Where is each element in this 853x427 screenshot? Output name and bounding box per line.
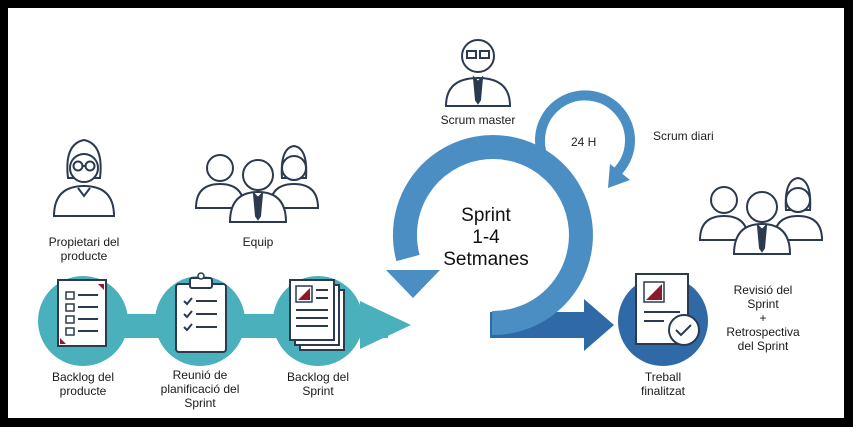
review-label-line2: Sprint xyxy=(747,297,779,311)
planning-label-line1: Reunió de xyxy=(172,368,228,382)
product-owner-label: Propietari del producte xyxy=(36,235,132,263)
sprint-cycle-arrowhead xyxy=(386,270,440,298)
planning-label-line2: planificació del xyxy=(160,382,240,396)
review-label-line5: del Sprint xyxy=(737,339,789,353)
flow-arrow-teal xyxy=(360,301,411,349)
daily-cycle-arrowhead xyxy=(608,164,630,188)
daily-scrum-label: Scrum diari xyxy=(653,129,714,143)
product-backlog-label-line1: Backlog del xyxy=(51,370,115,384)
backlog-document-icon xyxy=(57,279,107,347)
team-group-icon xyxy=(194,144,320,223)
planning-label: Reunió de planificació del Sprint xyxy=(145,368,255,410)
done-label-line2: finalitzat xyxy=(640,384,686,398)
flow-arrow-blue xyxy=(584,299,614,351)
stacked-documents-icon xyxy=(289,279,345,351)
product-owner-label-line1: Propietari del xyxy=(48,235,120,249)
review-label-line1: Revisió del xyxy=(733,283,793,297)
clipboard-checklist-icon xyxy=(175,272,227,353)
sprint-backlog-label-line1: Backlog del xyxy=(286,370,350,384)
done-label: Treball finalitzat xyxy=(618,370,708,398)
scrum-master-label: Scrum master xyxy=(440,113,516,127)
sprint-backlog-label: Backlog del Sprint xyxy=(270,370,366,398)
diagram-graphics xyxy=(38,39,824,366)
sprint-label-line1: Sprint xyxy=(461,205,511,226)
product-owner-label-line2: producte xyxy=(60,249,108,263)
done-label-line1: Treball xyxy=(644,370,682,384)
product-owner-icon xyxy=(52,138,116,217)
review-group-icon xyxy=(698,176,824,255)
team-label: Equip xyxy=(242,235,274,249)
daily-cycle-arrow xyxy=(535,90,635,177)
scrum-diagram: Propietari del producte Equip Scrum mast… xyxy=(8,8,844,418)
planning-label-line3: Sprint xyxy=(184,396,216,410)
sprint-label-line3: Setmanes xyxy=(443,249,529,270)
review-label-line3: + xyxy=(759,311,767,325)
review-label-line4: Retrospectiva xyxy=(726,325,800,339)
daily-hours-label: 24 H xyxy=(571,135,597,149)
product-backlog-label: Backlog del producte xyxy=(33,370,133,398)
scrum-master-icon xyxy=(444,39,512,107)
sprint-label-line2: 1-4 xyxy=(472,227,500,248)
completed-document-icon xyxy=(635,273,700,346)
sprint-duration-label: Sprint 1-4 Setmanes xyxy=(436,205,536,271)
review-label: Revisió del Sprint + Retrospectiva del S… xyxy=(708,283,818,353)
sprint-backlog-label-line2: Sprint xyxy=(302,384,334,398)
product-backlog-label-line2: producte xyxy=(59,384,107,398)
